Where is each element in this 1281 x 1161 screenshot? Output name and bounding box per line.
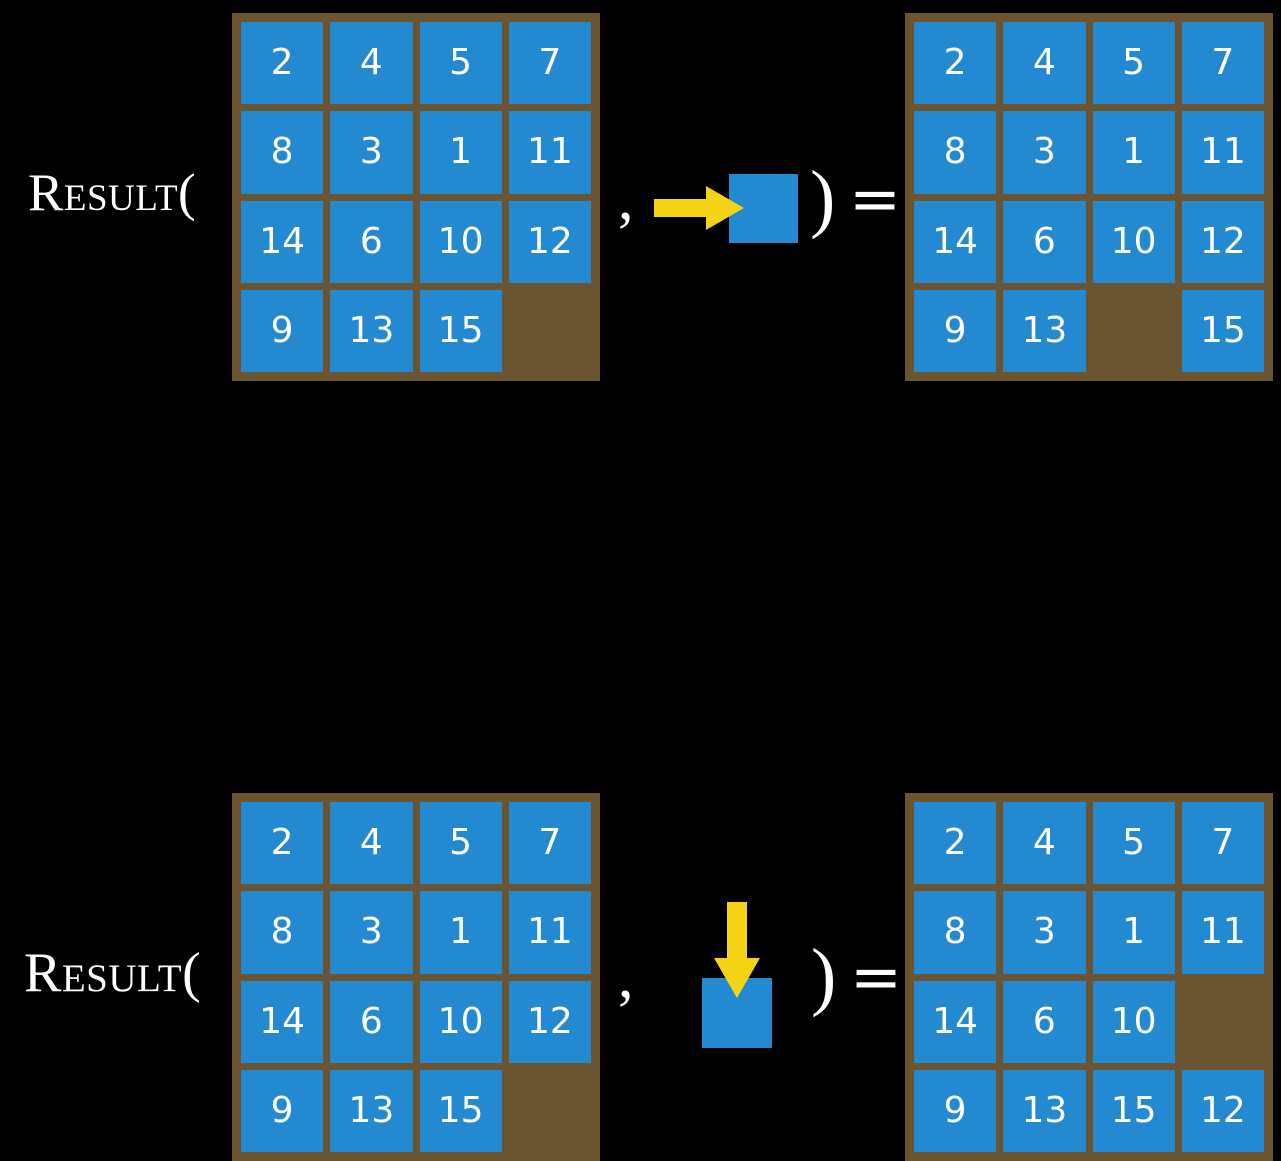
puzzle-tile[interactable]: 12: [1181, 200, 1264, 283]
comma-separator-top: ,: [618, 165, 634, 233]
equals-sign-bottom: =: [850, 940, 902, 1013]
puzzle-tile[interactable]: 2: [914, 802, 997, 885]
comma-separator-bottom: ,: [618, 943, 634, 1011]
equals-sign-top: =: [849, 162, 901, 235]
puzzle-tile[interactable]: 10: [419, 980, 502, 1063]
close-paren-bottom: ): [811, 934, 837, 1018]
puzzle-tile[interactable]: 12: [508, 200, 591, 283]
puzzle-tile[interactable]: 9: [241, 1069, 324, 1152]
puzzle-tile[interactable]: 3: [1003, 111, 1086, 194]
puzzle-tile[interactable]: 4: [330, 22, 413, 105]
puzzle-tile[interactable]: 7: [1181, 802, 1264, 885]
puzzle-tile[interactable]: 5: [419, 802, 502, 885]
puzzle-tile[interactable]: 4: [330, 802, 413, 885]
puzzle-tile-empty: [1182, 981, 1264, 1063]
puzzle-tile[interactable]: 10: [419, 200, 502, 283]
puzzle-tile[interactable]: 15: [1181, 289, 1264, 372]
puzzle-tile[interactable]: 13: [1003, 1069, 1086, 1152]
puzzle-tile[interactable]: 8: [914, 891, 997, 974]
puzzle-tile[interactable]: 1: [1092, 111, 1175, 194]
puzzle-tile[interactable]: 13: [1003, 289, 1086, 372]
puzzle-tile-empty: [509, 1070, 591, 1152]
puzzle-tile[interactable]: 8: [241, 111, 324, 194]
puzzle-tile[interactable]: 1: [419, 891, 502, 974]
puzzle-tile[interactable]: 7: [508, 22, 591, 105]
puzzle-tile[interactable]: 11: [508, 891, 591, 974]
puzzle-tile-empty: [1093, 290, 1175, 372]
puzzle-tile[interactable]: 10: [1092, 980, 1175, 1063]
puzzle-tile[interactable]: 1: [419, 111, 502, 194]
puzzle-tile[interactable]: 10: [1092, 200, 1175, 283]
puzzle-tile[interactable]: 15: [1092, 1069, 1175, 1152]
puzzle-tile[interactable]: 14: [914, 980, 997, 1063]
puzzle-tile[interactable]: 6: [1003, 980, 1086, 1063]
puzzle-tile[interactable]: 11: [1181, 891, 1264, 974]
puzzle-tile[interactable]: 11: [1181, 111, 1264, 194]
puzzle-tile[interactable]: 14: [914, 200, 997, 283]
puzzle-tile[interactable]: 1: [1092, 891, 1175, 974]
puzzle-tile[interactable]: 13: [330, 289, 413, 372]
puzzle-tile[interactable]: 15: [419, 1069, 502, 1152]
puzzle-tile[interactable]: 3: [330, 111, 413, 194]
puzzle-tile[interactable]: 4: [1003, 22, 1086, 105]
puzzle-tile[interactable]: 9: [241, 289, 324, 372]
puzzle-tile[interactable]: 8: [241, 891, 324, 974]
puzzle-tile[interactable]: 3: [330, 891, 413, 974]
puzzle-tile[interactable]: 5: [419, 22, 502, 105]
puzzle-tile[interactable]: 12: [1181, 1069, 1264, 1152]
puzzle-tile[interactable]: 2: [241, 22, 324, 105]
puzzle-tile-empty: [509, 290, 591, 372]
puzzle-tile[interactable]: 2: [914, 22, 997, 105]
puzzle-tile[interactable]: 9: [914, 289, 997, 372]
puzzle-tile[interactable]: 4: [1003, 802, 1086, 885]
puzzle-tile[interactable]: 7: [1181, 22, 1264, 105]
puzzle-tile[interactable]: 6: [330, 200, 413, 283]
result-function-label-bottom: Result(: [24, 942, 202, 1004]
puzzle-tile[interactable]: 6: [1003, 200, 1086, 283]
puzzle-tile[interactable]: 7: [508, 802, 591, 885]
puzzle-tile[interactable]: 11: [508, 111, 591, 194]
puzzle-tile[interactable]: 5: [1092, 802, 1175, 885]
puzzle-tile[interactable]: 2: [241, 802, 324, 885]
arrow-right-icon: [654, 186, 744, 230]
puzzle-tile[interactable]: 15: [419, 289, 502, 372]
puzzle-tile[interactable]: 13: [330, 1069, 413, 1152]
close-paren-top: ): [810, 156, 836, 240]
puzzle-tile[interactable]: 9: [914, 1069, 997, 1152]
puzzle-tile[interactable]: 3: [1003, 891, 1086, 974]
puzzle-tile[interactable]: 5: [1092, 22, 1175, 105]
puzzle-tile[interactable]: 8: [914, 111, 997, 194]
arrow-down-icon: [714, 902, 760, 998]
result-function-label-top: Result(: [28, 164, 197, 222]
puzzle-tile[interactable]: 12: [508, 980, 591, 1063]
puzzle-tile[interactable]: 14: [241, 980, 324, 1063]
puzzle-tile[interactable]: 6: [330, 980, 413, 1063]
puzzle-tile[interactable]: 14: [241, 200, 324, 283]
